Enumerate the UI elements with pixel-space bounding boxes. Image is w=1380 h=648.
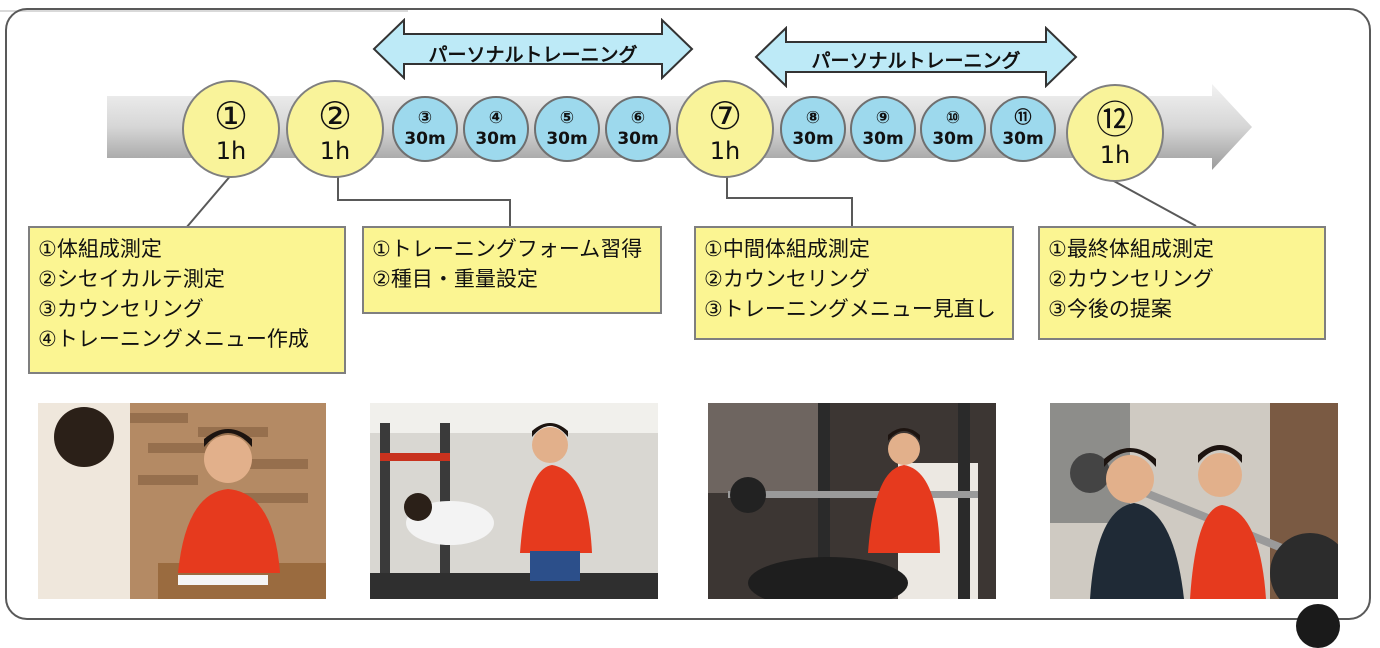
step-duration: 30m [404,129,446,149]
counseling-photo [38,403,326,599]
step-number: ⑩ [945,108,961,128]
note-line: ②種目・重量設定 [372,267,538,291]
note-line: ①体組成測定 [38,237,162,261]
step-1-bubble: ① 1h [182,80,280,178]
step-10-bubble: ⑩ 30m [920,96,986,162]
connector-lines [185,173,1197,229]
note-initial-session: ①体組成測定 ②シセイカルテ測定 ③カウンセリング ④トレーニングメニュー作成 [28,226,346,374]
step-duration: 30m [617,129,659,149]
note-final-session: ①最終体組成測定 ②カウンセリング ③今後の提案 [1038,226,1326,340]
note-line: ②カウンセリング [704,267,870,291]
step-number: ⑤ [559,108,575,128]
note-form-session: ①トレーニングフォーム習得 ②種目・重量設定 [362,226,662,314]
step-3-bubble: ③ 30m [392,96,458,162]
step-duration: 30m [792,129,834,149]
personal-training-arrow-2 [754,26,1078,88]
step-7-bubble: ⑦ 1h [676,80,774,178]
note-line: ①最終体組成測定 [1048,237,1214,261]
step-5-bubble: ⑤ 30m [534,96,600,162]
note-line: ③カウンセリング [38,297,204,321]
form-training-photo [370,403,658,599]
note-line: ③今後の提案 [1048,297,1172,321]
step-duration: 1h [319,137,351,165]
step-duration: 30m [475,129,517,149]
step-number: ③ [417,108,433,128]
step-number: ② [317,94,353,138]
note-line: ③トレーニングメニュー見直し [704,297,996,321]
step-number: ④ [488,108,504,128]
step-6-bubble: ⑥ 30m [605,96,671,162]
step-duration: 30m [1002,129,1044,149]
personal-training-label-2: パーソナルトレーニング [811,50,1021,72]
note-line: ①中間体組成測定 [704,237,870,261]
step-11-bubble: ⑪ 30m [990,96,1056,162]
note-line: ②シセイカルテ測定 [38,267,225,291]
diagram-frame [5,8,1371,620]
note-line: ①トレーニングフォーム習得 [372,237,643,261]
step-duration: 30m [932,129,974,149]
step-number: ⑨ [875,108,891,128]
step-number: ⑫ [1095,98,1134,142]
coach-avatar-corner [1296,604,1340,648]
bench-press-photo [708,403,996,599]
step-duration: 1h [215,137,247,165]
note-line: ②カウンセリング [1048,267,1214,291]
personal-training-arrow-1 [372,18,694,80]
step-12-bubble: ⑫ 1h [1066,84,1164,182]
note-line: ④トレーニングメニュー作成 [38,327,309,351]
step-2-bubble: ② 1h [286,80,384,178]
step-duration: 1h [1099,141,1131,169]
note-midpoint-session: ①中間体組成測定 ②カウンセリング ③トレーニングメニュー見直し [694,226,1014,340]
step-duration: 30m [862,129,904,149]
step-4-bubble: ④ 30m [463,96,529,162]
step-number: ⑦ [707,94,743,138]
step-8-bubble: ⑧ 30m [780,96,846,162]
step-duration: 30m [546,129,588,149]
step-number: ① [213,94,249,138]
step-number: ⑥ [630,108,646,128]
step-number: ⑪ [1014,108,1032,128]
squat-photo [1050,403,1338,599]
step-9-bubble: ⑨ 30m [850,96,916,162]
step-duration: 1h [709,137,741,165]
step-number: ⑧ [805,108,821,128]
personal-training-label-1: パーソナルトレーニング [428,44,638,66]
